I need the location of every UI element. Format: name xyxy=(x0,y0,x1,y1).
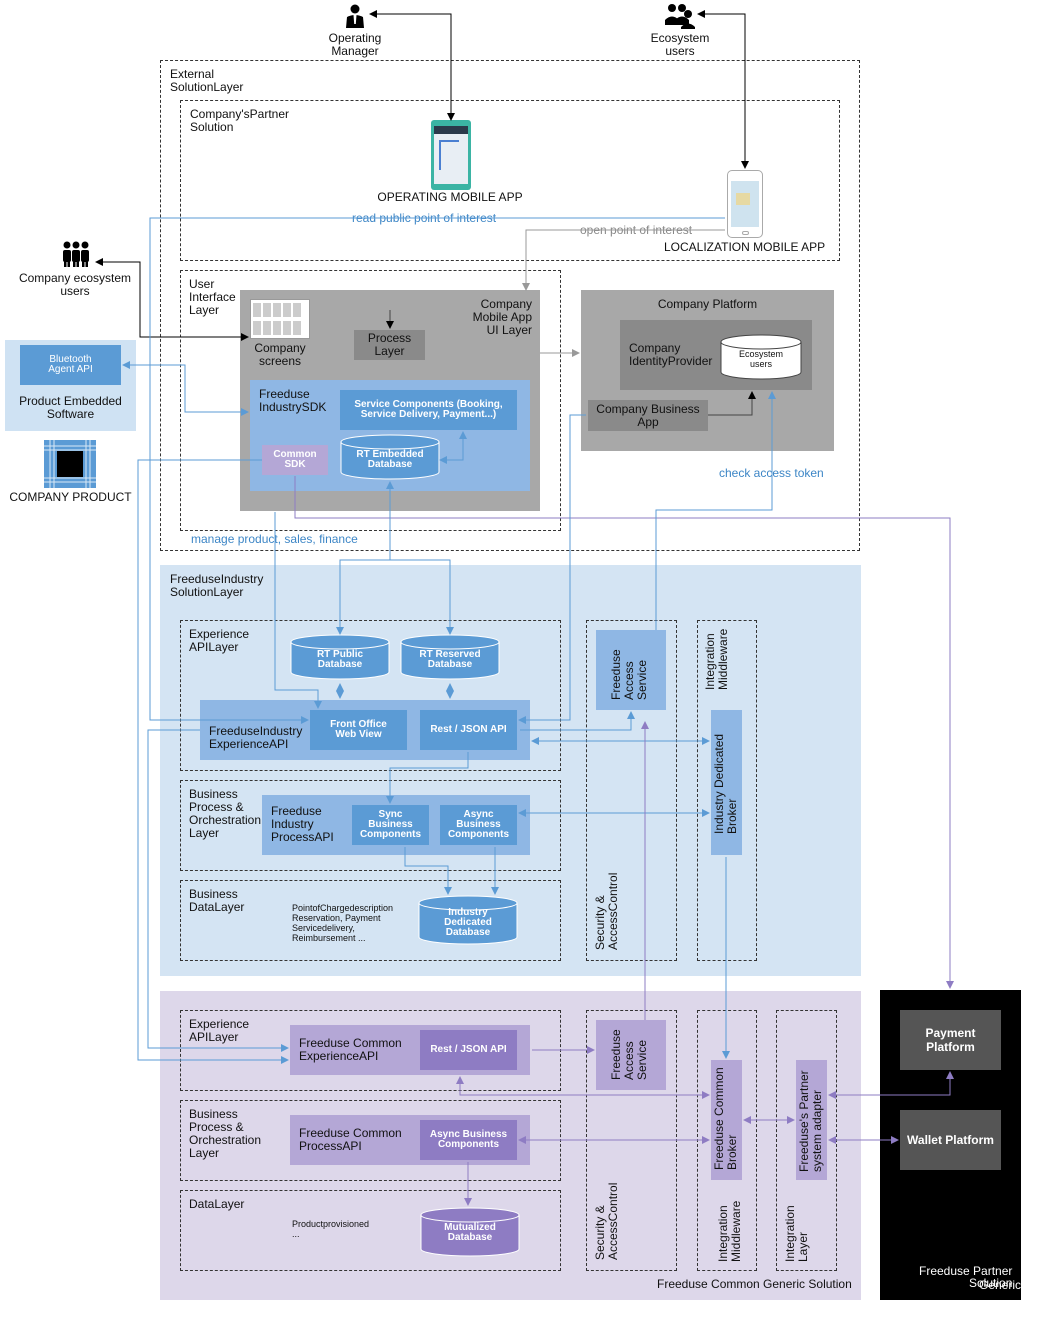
chip-icon xyxy=(44,440,96,488)
common-rest-json-api[interactable]: Rest / JSON API xyxy=(420,1030,517,1070)
company-ecosystem-users-label: Company ecosystem users xyxy=(18,271,132,298)
bluetooth-agent-api[interactable]: Bluetooth Agent API xyxy=(20,345,121,385)
industry-rest-json-api[interactable]: Rest / JSON API xyxy=(420,710,517,750)
async-business-components[interactable]: Async Business Components xyxy=(440,805,517,845)
mobile-ui-layer-title: Company Mobile App UI Layer xyxy=(472,297,532,337)
rt-public-database-label: RT Public Database xyxy=(316,649,364,670)
industry-process-api-title: Freeduse Industry ProcessAPI xyxy=(271,804,334,844)
industry-data-note: PointofChargedescription Reservation, Pa… xyxy=(292,903,394,943)
ecosystem-users-db-label: Ecosystem users xyxy=(738,349,783,369)
rt-reserved-database-label: RT Reserved Database xyxy=(419,649,481,670)
partner-label-3: Generic xyxy=(979,1278,1022,1292)
industry-security-label: Security & AccessControl xyxy=(593,872,620,950)
operating-manager-icon xyxy=(346,4,364,28)
freeduse-sdk-title: Freeduse IndustrySDK xyxy=(259,387,327,414)
common-broker-label: Freeduse Common Broker xyxy=(712,1067,739,1170)
industry-dedicated-database-label: Industry Dedicated Database xyxy=(444,907,492,938)
company-product-label: COMPANY PRODUCT xyxy=(9,490,132,504)
ecosystem-users-icon xyxy=(665,4,695,29)
common-process-api-title: Freeduse Common ProcessAPI xyxy=(299,1126,402,1153)
sync-business-components[interactable]: Sync Business Components xyxy=(352,805,429,845)
external-layer-title: External SolutionLayer xyxy=(170,67,244,94)
company-platform-title: Company Platform xyxy=(657,297,758,311)
common-data-layer-title: DataLayer xyxy=(189,1197,245,1211)
industry-experience-layer-title: Experience APILayer xyxy=(189,627,250,654)
partner-system-adapter-label: Freeduse's Partner system adapter xyxy=(797,1070,824,1172)
payment-platform[interactable]: Payment Platform xyxy=(900,1010,1001,1070)
common-integration-layer-label: Integration Layer xyxy=(783,1205,810,1262)
service-components[interactable]: Service Components (Booking, Service Del… xyxy=(340,390,517,430)
common-bpo-layer-title: Business Process & Orchestration Layer xyxy=(189,1107,262,1160)
operating-app-label: OPERATING MOBILE APP xyxy=(377,190,523,204)
partner-label-2: Solution xyxy=(969,1276,1013,1290)
common-integration-label: Integration Middleware xyxy=(716,1200,743,1262)
common-async-business-components[interactable]: Async Business Components xyxy=(420,1120,517,1160)
localization-app-label: LOCALIZATION MOBILE APP xyxy=(664,240,826,254)
industry-broker-label: Industry Dedicated Broker xyxy=(712,733,739,834)
open-poi-label: open point of interest xyxy=(580,223,693,237)
read-poi-label: read public point of interest xyxy=(352,211,497,225)
front-office-web-view[interactable]: Front Office Web View xyxy=(310,710,407,750)
common-sdk[interactable]: Common SDK xyxy=(262,445,328,475)
mutualized-database-icon xyxy=(420,1207,520,1257)
company-screens-label: Company screens xyxy=(254,341,306,368)
common-experience-layer-title: Experience APILayer xyxy=(189,1017,250,1044)
operating-app-phone-icon[interactable] xyxy=(431,120,471,190)
mutualized-database-label: Mutualized Database xyxy=(444,1222,496,1243)
industry-bpo-layer-title: Business Process & Orchestration Layer xyxy=(189,787,262,840)
common-layer-title: Freeduse Common Generic Solution xyxy=(657,1277,852,1291)
industry-business-data-title: Business DataLayer xyxy=(189,887,245,914)
ecosystem-users-db-icon xyxy=(720,334,802,380)
ui-layer-title: User Interface Layer xyxy=(189,277,236,317)
ecosystem-users-label: Ecosystem users xyxy=(650,31,710,58)
company-business-app[interactable]: Company Business App xyxy=(588,400,708,431)
industry-integration-label: Integration Middleware xyxy=(703,628,730,690)
partner-label-1: Freeduse Partner xyxy=(919,1264,1013,1278)
manage-label: manage product, sales, finance xyxy=(191,532,358,546)
common-access-service-label: Freeduse Access Service xyxy=(609,1029,649,1080)
industry-layer-title: FreeduseIndustry SolutionLayer xyxy=(170,572,264,599)
wallet-platform[interactable]: Wallet Platform xyxy=(900,1110,1001,1170)
industry-access-service-label: Freeduse Access Service xyxy=(609,649,649,700)
common-data-layer xyxy=(180,1190,561,1271)
partner-solution-title: Company'sPartner Solution xyxy=(190,107,289,134)
operating-manager-label: Operating Manager xyxy=(328,31,382,58)
common-broker[interactable] xyxy=(711,1060,742,1180)
process-layer[interactable]: Process Layer xyxy=(354,330,425,360)
partner-system-adapter[interactable] xyxy=(796,1060,827,1180)
company-screens-icon xyxy=(250,299,310,339)
check-token-label: check access token xyxy=(719,466,824,480)
industry-experience-api-title: FreeduseIndustry ExperienceAPI xyxy=(209,724,303,751)
localization-app-phone-icon[interactable] xyxy=(727,170,763,238)
common-data-note: Productprovisioned ... xyxy=(292,1219,370,1239)
company-ecosystem-users-icon xyxy=(63,241,89,267)
common-experience-api-title: Freeduse Common ExperienceAPI xyxy=(299,1036,402,1063)
identity-provider-label: Company IdentityProvider xyxy=(629,341,713,368)
product-embedded-software-label: Product Embedded Software xyxy=(19,394,122,421)
common-security-label: Security & AccessControl xyxy=(593,1182,620,1260)
rt-embedded-database-label: RT Embedded Database xyxy=(356,449,424,470)
